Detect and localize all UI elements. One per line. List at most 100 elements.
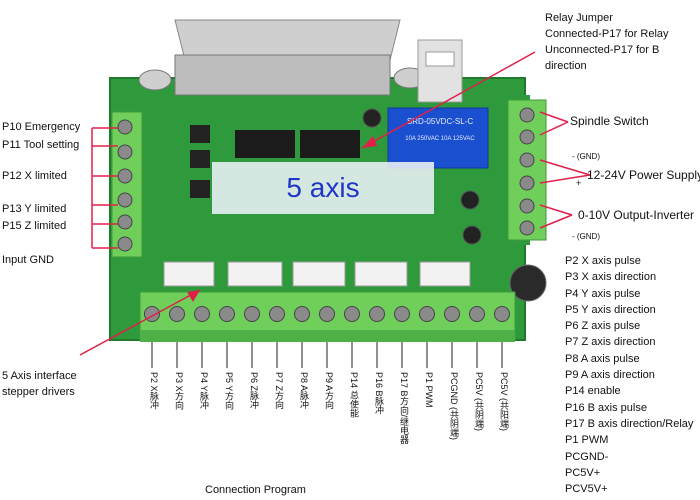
pin-function-item: P8 A axis pulse [565,352,640,365]
bottom-pin-label: PC5V (共阳端) [499,372,509,432]
pin-function-item: P7 Z axis direction [565,336,656,349]
bottom-pin-label: P3 X方向 [174,372,184,410]
bottom-pin-label: PC5V (共阴端) [474,372,484,432]
terminal-screw [194,306,210,322]
label-power-supply: 12-24V Power Supply [587,168,700,182]
bottom-pin-label: P5 Y方向 [224,372,234,410]
relay-arrow-line [361,51,536,149]
capacitor-2 [460,190,480,210]
capacitor-large [509,264,547,302]
ic-chip-1 [235,130,295,158]
bottom-pin-label: P1 PWM [424,372,434,408]
pin-function-item: PCGND- [565,450,609,463]
header-5 [419,261,471,287]
optocoupler-2 [190,150,210,168]
bottom-pin-label: P7 Z方向 [274,372,284,410]
spindle-line-1 [539,111,569,123]
pin-function-item: P2 X axis pulse [565,255,641,267]
db25-screw-left [138,69,172,91]
relay-note-line-2: Connected-P17 for Relay [545,28,669,40]
terminal-screw [369,306,385,322]
bottom-pin-label: P16 B脉冲 [374,372,384,415]
power-line-1 [539,159,591,176]
label-5-axis-interface: 5 Axis interface stepper drivers [2,368,77,400]
label-gnd-1: - (GND) [572,152,600,161]
terminal-screw [319,306,335,322]
header-1 [163,261,215,287]
terminal-screw [269,306,285,322]
label-plus: + [576,178,582,188]
relay-label: SRD-05VDC-SL-C [407,117,473,126]
pin-function-item: PCV5V+ [565,483,608,496]
banner-5-axis: 5 axis [212,162,434,214]
interface-line-2: stepper drivers [2,386,75,398]
bottom-pin-label: P6 Z脉冲 [249,372,259,410]
power-line-2 [539,174,591,184]
ic-chip-2 [300,130,360,158]
terminal-screw [344,306,360,322]
usb-slot [425,51,455,67]
header-2 [227,261,283,287]
header-4 [354,261,408,287]
terminal-screw [219,306,235,322]
relay-note: Relay Jumper Connected-P17 for Relay Unc… [545,10,669,74]
label-p12-x-limited: P12 X limited [2,170,67,182]
optocoupler-3 [190,180,210,198]
label-gnd-2: - (GND) [572,232,600,241]
pin-function-item: P17 B axis direction/Relay [565,417,694,430]
inverter-line-1 [539,204,573,216]
bottom-pin-label: P2 X脉冲 [149,372,159,410]
label-p15-z-limited: P15 Z limited [2,220,67,232]
label-input-gnd: Input GND [2,254,54,266]
terminal-screw [419,306,435,322]
stepper-headers [163,261,471,287]
interface-arrow-line [79,289,201,356]
pin-function-item: P1 PWM [565,434,609,447]
terminal-screw [294,306,310,322]
bottom-pin-label: PCGND (共阴端) [449,372,459,440]
pin-function-item: P16 B axis pulse [565,401,647,414]
pin-function-item: PC5V+ [565,466,601,479]
inverter-line-2 [539,214,573,229]
db25-shell [174,54,391,96]
pin-function-item: P5 Y axis direction [565,303,656,316]
bottom-pin-label: P17 B方向/继电器 [399,372,409,445]
pin-function-list: P2 X axis pulse P3 X axis direction P4 Y a… [565,253,700,497]
capacitor-1 [362,108,382,128]
pin-function-item: P6 Z axis pulse [565,320,641,333]
pin-leader-lines [151,342,503,368]
label-p13-y-limited: P13 Y limited [2,203,67,215]
bottom-terminal-screws [144,306,510,322]
label-spindle-switch: Spindle Switch [570,114,649,128]
relay-note-line-3: Unconnected-P17 for B [545,44,660,56]
terminal-screw [469,306,485,322]
relay-rating: 10A 250VAC 10A 125VAC [405,136,475,142]
terminal-screw [444,306,460,322]
interface-arrowhead [187,290,200,302]
relay-note-line-1: Relay Jumper [545,12,613,24]
interface-line-1: 5 Axis interface [2,370,77,382]
bottom-pin-label: P8 A脉冲 [299,372,309,410]
capacitor-3 [462,225,482,245]
spindle-line-2 [539,121,569,136]
left-terminal-block [111,111,143,258]
terminal-screw [394,306,410,322]
optocoupler-1 [190,125,210,143]
relay-note-line-4: direction [545,60,587,72]
right-terminal-block [507,99,547,241]
label-p10-emergency: P10 Emergency [2,121,81,133]
usb-connector [417,39,463,103]
pointer-arrows [79,51,591,356]
footer-connection-program: Connection Program [205,484,306,496]
relay-arrowhead [362,136,377,148]
pin-function-item: P4 Y axis pulse [565,287,641,300]
header-3 [292,261,346,287]
bottom-pin-label: P4 Y脉冲 [199,372,209,410]
relay [387,107,489,169]
terminal-screw [169,306,185,322]
pin-function-item: P9 A axis direction [565,369,655,382]
pin-function-item: P3 X axis direction [565,271,657,284]
terminal-screw [244,306,260,322]
db25-connector [174,19,401,61]
